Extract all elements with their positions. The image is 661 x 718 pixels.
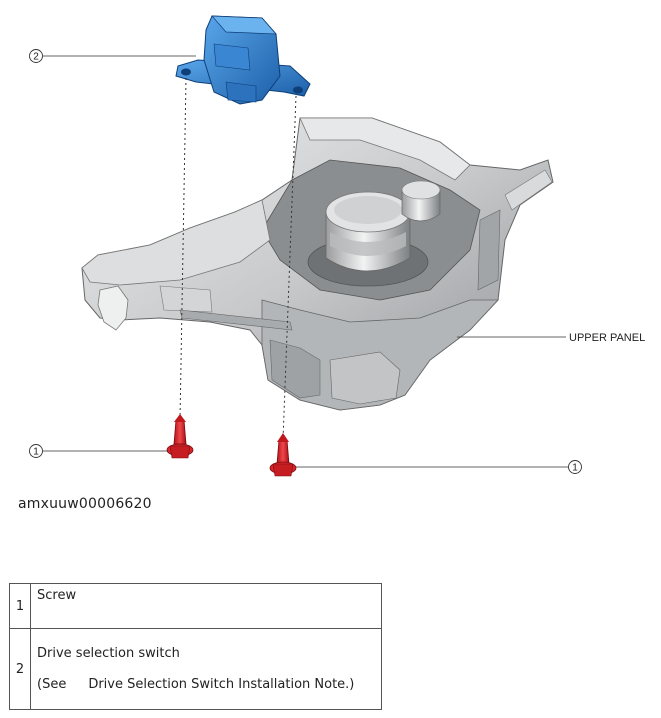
- see-prefix: (See: [37, 677, 67, 692]
- legend-description: Drive selection switch (See Drive Selecti…: [30, 628, 382, 710]
- upper-panel-part: [81, 117, 554, 411]
- installation-note-link[interactable]: Drive Selection Switch Installation Note…: [88, 677, 355, 692]
- legend-row: 2 Drive selection switch (See Drive Selec…: [9, 628, 382, 710]
- legend-description: Screw: [30, 583, 382, 629]
- exploded-view-diagram: 2 1 1 UPPER PANEL: [29, 15, 645, 477]
- svg-text:1: 1: [33, 447, 39, 458]
- upper-panel-label: UPPER PANEL: [569, 332, 645, 344]
- legend-number: 1: [9, 583, 31, 629]
- svg-text:1: 1: [572, 463, 578, 474]
- leader-lines: [43, 55, 568, 468]
- legend-number: 2: [9, 628, 31, 710]
- image-id-label: amxuuw00006620: [18, 496, 152, 512]
- screw-left-part: [166, 414, 194, 459]
- legend-part-name: Drive selection switch: [37, 646, 180, 661]
- installation-guide-lines: [179, 77, 297, 441]
- legend-see-note: (See Drive Selection Switch Installation …: [37, 674, 375, 695]
- callout-2: 2: [29, 49, 43, 63]
- drive-selection-switch-part: [175, 15, 311, 105]
- callout-1-left: 1: [29, 444, 43, 458]
- svg-text:2: 2: [33, 52, 39, 63]
- legend-row: 1 Screw: [9, 583, 382, 629]
- callout-1-right: 1: [568, 460, 582, 474]
- screw-right-part: [269, 433, 297, 477]
